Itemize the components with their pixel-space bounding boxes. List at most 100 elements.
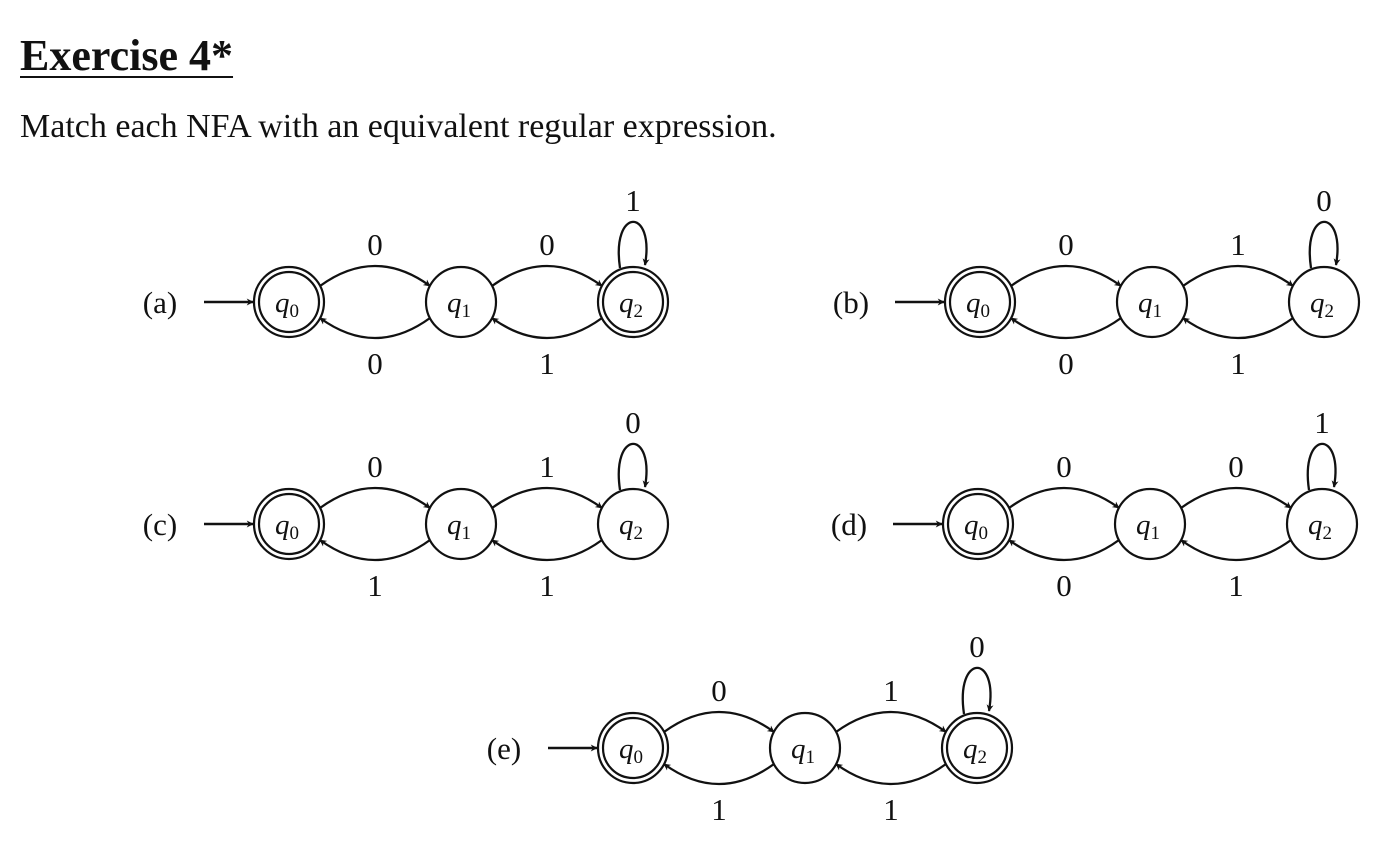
- transition-q1-q0: [319, 539, 431, 562]
- state-q2-label: q2: [619, 509, 643, 544]
- accepting-ring: [601, 270, 665, 334]
- self-loop-q2: [1306, 442, 1339, 491]
- transition-label-q1-q2: 1: [883, 673, 899, 708]
- self-loop-q2: [617, 442, 650, 491]
- state-q2-label: q2: [963, 733, 987, 768]
- nfa-a: (a) q0 q1 q2 0 0 0 1 1: [143, 183, 670, 381]
- state-q0-label: q0: [966, 287, 990, 322]
- nfa-c: (c) q0 q1 q2 0 1 1 1 0: [143, 405, 670, 603]
- state-q2-circle: [1287, 265, 1361, 339]
- state-q1-circle: [768, 711, 842, 785]
- self-loop-q2: [1308, 220, 1341, 269]
- transition-label-q0-q1: 0: [367, 227, 383, 262]
- transition-label-q0-q1: 0: [1056, 449, 1072, 484]
- transition-q1-q2: [1180, 486, 1292, 509]
- transition-label-q2-q1: 1: [539, 346, 555, 381]
- state-q0-label: q0: [964, 509, 988, 544]
- transition-label-q1-q2: 1: [1230, 227, 1246, 262]
- transition-label-q2-q1: 1: [1228, 568, 1244, 603]
- self-loop-q2: [617, 220, 650, 269]
- transition-q2-q1: [1180, 539, 1292, 562]
- transition-q1-q0: [1008, 539, 1120, 562]
- state-q2-circle: [596, 487, 670, 561]
- nfa-label: (c): [143, 507, 177, 542]
- transition-label-q2-q1: 1: [539, 568, 555, 603]
- accepting-ring: [257, 492, 321, 556]
- transition-label-q0-q1: 0: [711, 673, 727, 708]
- state-q2-label: q2: [619, 287, 643, 322]
- state-q2-label: q2: [1310, 287, 1334, 322]
- nfa-d: (d) q0 q1 q2 0 0 0 1 1: [831, 405, 1359, 603]
- state-q0-circle: [941, 487, 1015, 561]
- state-q1-circle: [1113, 487, 1187, 561]
- state-q1-label: q1: [1136, 509, 1160, 544]
- self-loop-label-q2: 0: [1316, 183, 1332, 218]
- state-q1-label: q1: [447, 509, 471, 544]
- transition-label-q1-q2: 0: [539, 227, 555, 262]
- nfa-label: (b): [833, 285, 869, 320]
- transition-q2-q1: [491, 317, 603, 340]
- nfa-label: (d): [831, 507, 867, 542]
- instruction-text: Match each NFA with an equivalent regula…: [20, 108, 777, 145]
- state-q0-label: q0: [275, 509, 299, 544]
- state-q1-circle: [424, 265, 498, 339]
- transition-q0-q1: [663, 710, 775, 733]
- state-q1-circle: [424, 487, 498, 561]
- transition-q2-q1: [491, 539, 603, 562]
- self-loop-label-q2: 1: [625, 183, 641, 218]
- state-q0-circle: [252, 487, 326, 561]
- accepting-ring: [601, 716, 665, 780]
- self-loop-label-q2: 0: [625, 405, 641, 440]
- state-q2-circle: [940, 711, 1014, 785]
- transition-q1-q0: [1010, 317, 1122, 340]
- transition-label-q2-q1: 1: [1230, 346, 1246, 381]
- state-q2-circle: [596, 265, 670, 339]
- transition-label-q1-q0: 1: [367, 568, 383, 603]
- nfa-e: (e) q0 q1 q2 0 1 1 1 0: [487, 629, 1014, 827]
- accepting-ring: [948, 270, 1012, 334]
- nfa-label: (a): [143, 285, 177, 320]
- state-q0-label: q0: [275, 287, 299, 322]
- transition-q1-q2: [835, 710, 947, 733]
- nfa-label: (e): [487, 731, 521, 766]
- transition-label-q1-q0: 0: [367, 346, 383, 381]
- self-loop-label-q2: 1: [1314, 405, 1330, 440]
- self-loop-label-q2: 0: [969, 629, 985, 664]
- transition-label-q0-q1: 0: [367, 449, 383, 484]
- transition-q0-q1: [1010, 264, 1122, 287]
- transition-label-q1-q0: 1: [711, 792, 727, 827]
- transition-q0-q1: [319, 264, 431, 287]
- accepting-ring: [946, 492, 1010, 556]
- state-q1-label: q1: [447, 287, 471, 322]
- state-q2-circle: [1285, 487, 1359, 561]
- transition-q1-q2: [491, 264, 603, 287]
- transition-q0-q1: [1008, 486, 1120, 509]
- transition-q2-q1: [1182, 317, 1294, 340]
- transition-q1-q2: [491, 486, 603, 509]
- state-q1-circle: [1115, 265, 1189, 339]
- transition-q2-q1: [835, 763, 947, 786]
- transition-q1-q2: [1182, 264, 1294, 287]
- transition-label-q0-q1: 0: [1058, 227, 1074, 262]
- state-q1-label: q1: [791, 733, 815, 768]
- state-q1-label: q1: [1138, 287, 1162, 322]
- state-q2-label: q2: [1308, 509, 1332, 544]
- transition-q0-q1: [319, 486, 431, 509]
- nfa-b: (b) q0 q1 q2 0 0 1 1 0: [833, 183, 1361, 381]
- transition-q1-q0: [663, 763, 775, 786]
- accepting-ring: [257, 270, 321, 334]
- accepting-ring: [945, 716, 1009, 780]
- transition-label-q1-q2: 1: [539, 449, 555, 484]
- state-q0-circle: [943, 265, 1017, 339]
- state-q0-label: q0: [619, 733, 643, 768]
- state-q0-circle: [252, 265, 326, 339]
- exercise-title: Exercise 4*: [20, 31, 234, 80]
- transition-label-q1-q0: 0: [1058, 346, 1074, 381]
- transition-label-q1-q0: 0: [1056, 568, 1072, 603]
- transition-q1-q0: [319, 317, 431, 340]
- transition-label-q2-q1: 1: [883, 792, 899, 827]
- self-loop-q2: [961, 666, 994, 715]
- state-q0-circle: [596, 711, 670, 785]
- transition-label-q1-q2: 0: [1228, 449, 1244, 484]
